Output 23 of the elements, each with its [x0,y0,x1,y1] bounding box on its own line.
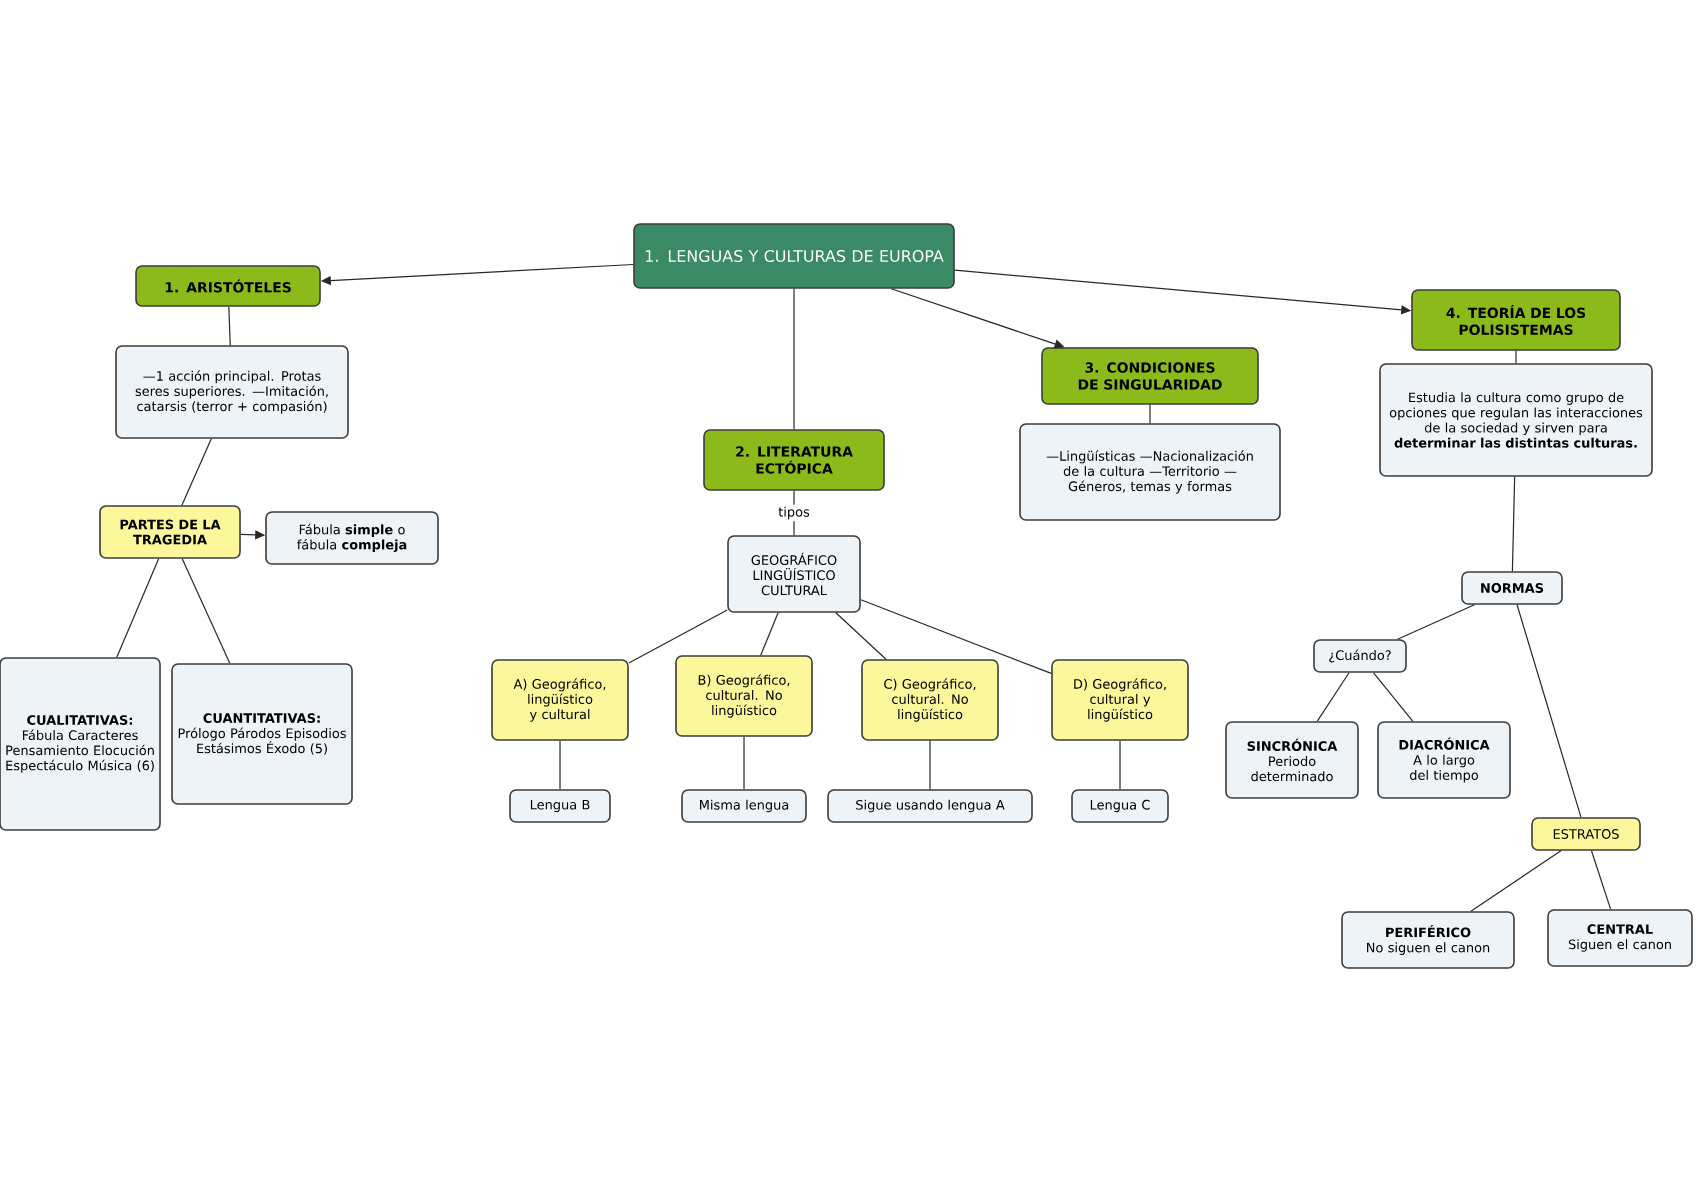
connector-line [929,740,931,790]
connector-line [760,612,779,656]
connector-line [1119,740,1121,790]
connector-line [628,609,728,664]
connector-line [743,736,745,790]
connector-line [181,438,212,506]
connector-line [793,288,795,430]
connector-line [793,490,795,536]
connector-line [1373,672,1414,722]
connector-line [181,558,231,664]
connector-line [1396,604,1476,640]
connector-line [1515,350,1517,364]
connector-line [116,558,160,658]
connector-line [860,599,1052,675]
connector-line [1470,850,1562,912]
connector-line [1590,850,1612,910]
connector-line [228,306,231,346]
connector-line [1516,604,1582,818]
connector-line [1149,404,1151,424]
connector-line [835,612,887,660]
connector-line [559,740,561,790]
connector-line [1316,672,1350,722]
connector-line [1511,476,1516,572]
